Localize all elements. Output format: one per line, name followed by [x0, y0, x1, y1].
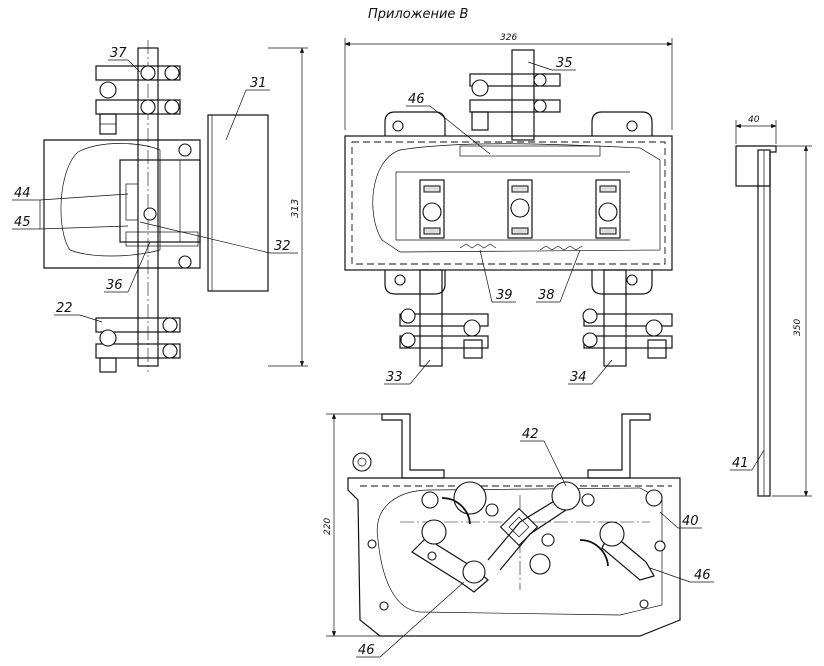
callout-31: 31 [250, 76, 267, 91]
callout-36: 36 [106, 278, 123, 293]
callout-46-bottom: 46 [358, 643, 375, 658]
dimension-front-height: 220 [323, 518, 333, 535]
pole-left [419, 179, 445, 239]
dimension-side-height: 313 [290, 199, 301, 218]
callout-44: 44 [14, 186, 31, 201]
pole-right [595, 179, 621, 239]
callout-labels: 37 31 44 45 32 36 22 35 46 39 38 33 34 4… [14, 46, 749, 658]
callout-40: 40 [682, 514, 699, 529]
callout-42: 42 [522, 427, 539, 442]
callout-33: 33 [386, 370, 403, 385]
front-view: 220 [323, 413, 681, 637]
dimension-top-width: 326 [500, 33, 517, 43]
callout-37: 37 [110, 46, 127, 61]
top-view: 326 [344, 33, 673, 367]
side-clamp-bottom [95, 317, 181, 373]
pole-middle [507, 179, 533, 239]
side-clamp-top [95, 65, 181, 135]
callout-45: 45 [14, 215, 31, 230]
drawing-title: Приложение В [368, 7, 469, 22]
callout-35: 35 [556, 56, 573, 71]
callout-22: 22 [56, 301, 73, 316]
callout-34: 34 [570, 370, 587, 385]
callout-38: 38 [538, 288, 555, 303]
callout-46-top: 46 [408, 92, 425, 107]
side-view: 313 [43, 40, 308, 373]
callout-32: 32 [274, 239, 291, 254]
callout-leaders [12, 59, 765, 658]
part-41-view: 40 350 [735, 115, 812, 497]
callout-46-right: 46 [694, 568, 711, 583]
callout-41: 41 [732, 456, 749, 471]
callout-39: 39 [496, 288, 513, 303]
dimension-part-width: 40 [748, 115, 760, 125]
dimension-part-length: 350 [793, 319, 803, 336]
